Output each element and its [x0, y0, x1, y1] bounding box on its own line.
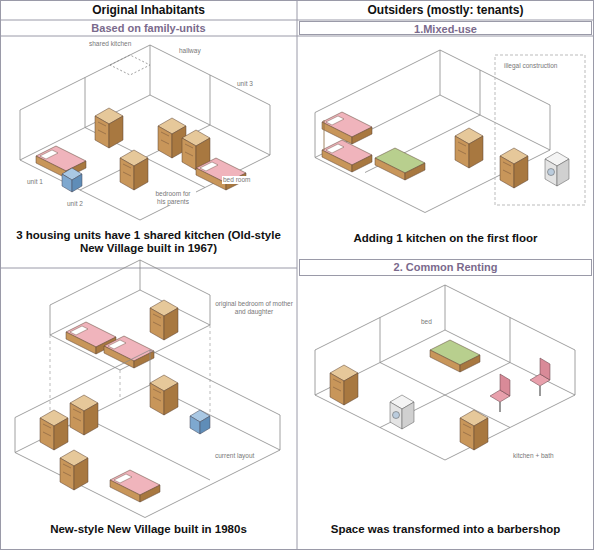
node-text: Original Inhabitants [2, 2, 295, 19]
mixed-use-house [315, 50, 585, 213]
annotation-label: kitchen + bath [512, 452, 555, 460]
illustration-panel: Adding 1 kitchen on the first floor [299, 37, 592, 257]
annotation-label: unit 1 [26, 178, 44, 186]
header-cell: Outsiders (mostly: tenants) [299, 2, 592, 19]
subheader-band: 1.Mixed-use [299, 21, 592, 35]
illustration-panel: 3 housing units have 1 shared kitchen (O… [2, 37, 295, 267]
node-text: Adding 1 kitchen on the first floor [303, 232, 588, 245]
barbershop [315, 285, 575, 460]
illustration-panel: Space was transformed into a barbershop [299, 277, 592, 548]
subheader-band: 2. Common Renting [299, 259, 592, 276]
node-text: 1.Mixed-use [300, 22, 591, 36]
node-text: Outsiders (mostly: tenants) [299, 2, 592, 19]
node-text: 3 housing units have 1 shared kitchen (O… [6, 229, 291, 255]
node-text: New-style New Village built in 1980s [6, 523, 291, 536]
node-text: Based on family-units [2, 21, 295, 35]
annotation-label: bedroom for his parents [150, 190, 196, 205]
annotation-label: unit 3 [236, 80, 254, 88]
node-text: Space was transformed into a barbershop [303, 523, 588, 536]
node-text: 2. Common Renting [300, 260, 591, 274]
annotation-label: current layout [214, 452, 255, 460]
annotation-label: original bedroom of mother and daughter [214, 300, 294, 315]
annotation-label: bed [420, 318, 433, 326]
annotation-label: illegal construction [503, 62, 558, 70]
annotation-label: shared kitchen [88, 40, 132, 48]
new-style-village [15, 260, 280, 518]
annotation-label: unit 2 [66, 200, 84, 208]
annotation-label: hallway [178, 47, 202, 55]
subheader-band: Based on family-units [2, 21, 295, 35]
header-cell: Original Inhabitants [2, 2, 295, 19]
annotation-label: bed room [222, 176, 251, 184]
old-style-village [20, 45, 270, 220]
